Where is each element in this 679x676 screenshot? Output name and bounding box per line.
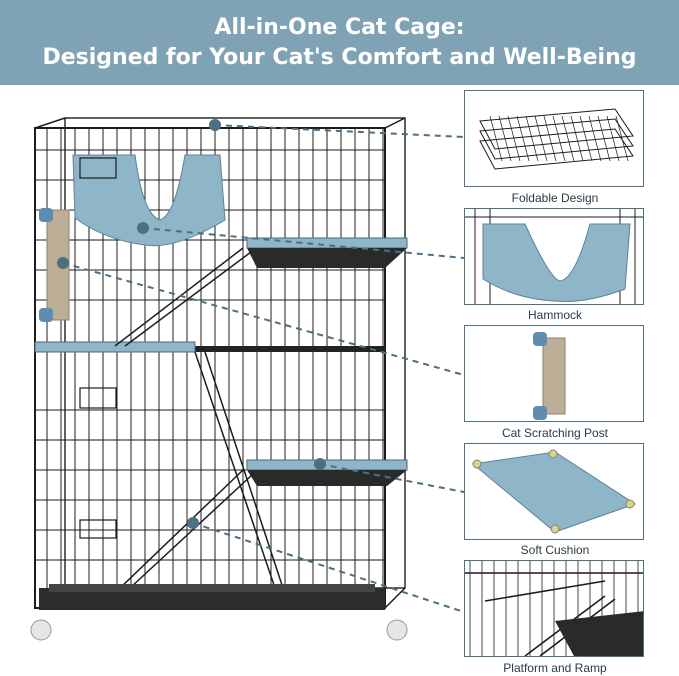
feature-caption-hammock: Hammock (527, 308, 582, 322)
feature-panel-ramp (464, 560, 644, 657)
feature-panel-hammock (464, 208, 644, 305)
folded-cage-icon (479, 108, 634, 170)
banner-title-line2: Designed for Your Cat's Comfort and Well… (42, 44, 637, 70)
cat-cage-illustration (25, 110, 415, 650)
feature-caption-foldable: Foldable Design (511, 191, 599, 205)
header-banner: All-in-One Cat Cage: Designed for Your C… (0, 0, 679, 85)
feature-panel-scratching-post (464, 325, 644, 422)
ramp-icon (465, 561, 643, 656)
cushion-icon (471, 449, 637, 534)
scratching-post-icon (533, 332, 566, 420)
cage-drawing (30, 117, 408, 641)
banner-title-line1: All-in-One Cat Cage: (214, 14, 465, 40)
hammock-icon (465, 209, 643, 304)
feature-caption-ramp: Platform and Ramp (503, 661, 607, 675)
feature-panel-foldable (464, 90, 644, 187)
feature-caption-cushion: Soft Cushion (520, 543, 590, 557)
feature-caption-scratching-post: Cat Scratching Post (501, 426, 609, 440)
feature-panel-cushion (464, 443, 644, 540)
